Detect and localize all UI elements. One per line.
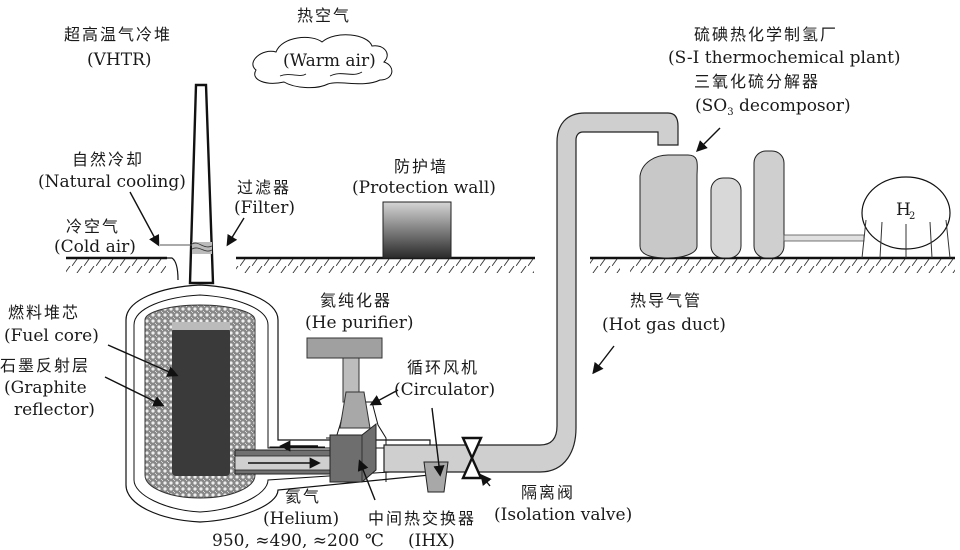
natural-cooling-label-cn: 自然冷却: [72, 150, 144, 169]
so3-decomposer: [639, 154, 698, 259]
so3-label-en: (SO3 decomposor): [695, 96, 851, 118]
tank-small: [710, 177, 742, 259]
so3-label-cn: 三氧化硫分解器: [694, 72, 820, 91]
hydrogen-tank: H 2: [861, 176, 951, 259]
fuel-core-label-en: (Fuel core): [4, 326, 99, 346]
ihx: [329, 422, 377, 483]
graphite-label-cn: 石墨反射层: [0, 356, 90, 375]
helium-temps: 950, ≈490, ≈200 ℃: [212, 531, 384, 550]
circulator-label-en: (Circulator): [394, 380, 495, 400]
circulator: [339, 391, 371, 429]
helium-pipes: [234, 440, 332, 475]
vhtr-label-en: (VHTR): [87, 50, 152, 70]
isolation-valve-label-cn: 隔离阀: [521, 483, 575, 502]
ground: [66, 256, 955, 273]
cold-air-label-en: (Cold air): [54, 237, 136, 257]
circulator-label-cn: 循环风机: [407, 358, 479, 377]
fuel-core: [172, 328, 230, 476]
warm-air-label-en: (Warm air): [283, 51, 376, 71]
he-purifier: [306, 337, 383, 359]
pointer-arrows: [104, 127, 721, 501]
hot-gas-duct-label-cn: 热导气管: [630, 291, 702, 310]
si-plant-label-en: (S-I thermochemical plant): [668, 48, 901, 68]
warm-air-cloud: [252, 34, 393, 89]
he-purifier-label-en: (He purifier): [305, 313, 413, 333]
hot-gas-duct: [383, 112, 679, 473]
ihx-label-en: (IHX): [408, 531, 455, 550]
ihx-label-cn: 中间热交换器: [368, 509, 476, 528]
protection-wall-label-en: (Protection wall): [352, 178, 496, 198]
fuel-core-top: [172, 322, 230, 330]
warm-air-label-cn: 热空气: [297, 6, 351, 25]
tank-tall: [753, 150, 785, 259]
svg-text:2: 2: [909, 211, 915, 222]
filter-mesh: [191, 242, 213, 254]
cold-air-inlet: [163, 257, 179, 281]
h2-label: H: [896, 200, 911, 220]
graphite-label-en2: reflector): [14, 400, 95, 420]
vhtr-label-cn: 超高温气冷堆: [64, 25, 172, 44]
cold-air-label-cn: 冷空气: [66, 217, 120, 236]
filter-label-cn: 过滤器: [237, 178, 291, 197]
isolation-valve[interactable]: [461, 436, 483, 480]
filter-label-en: (Filter): [234, 198, 295, 218]
helium-label-cn: 氦气: [285, 487, 321, 506]
si-plant-label-cn: 硫碘热化学制氢厂: [694, 25, 838, 44]
hot-gas-duct-label-en: (Hot gas duct): [602, 315, 726, 335]
he-purifier-label-cn: 氦纯化器: [320, 291, 392, 310]
graphite-label-en1: (Graphite: [4, 378, 87, 398]
protection-wall-label-cn: 防护墙: [394, 157, 448, 176]
isolation-valve-label-en: (Isolation valve): [494, 505, 632, 525]
chimney: [160, 83, 215, 285]
helium-label-en: (Helium): [263, 509, 339, 529]
protection-wall: [382, 201, 452, 259]
vessel-small: [423, 461, 449, 493]
natural-cooling-label-en: (Natural cooling): [38, 172, 186, 192]
fuel-core-label-cn: 燃料堆芯: [8, 303, 80, 322]
